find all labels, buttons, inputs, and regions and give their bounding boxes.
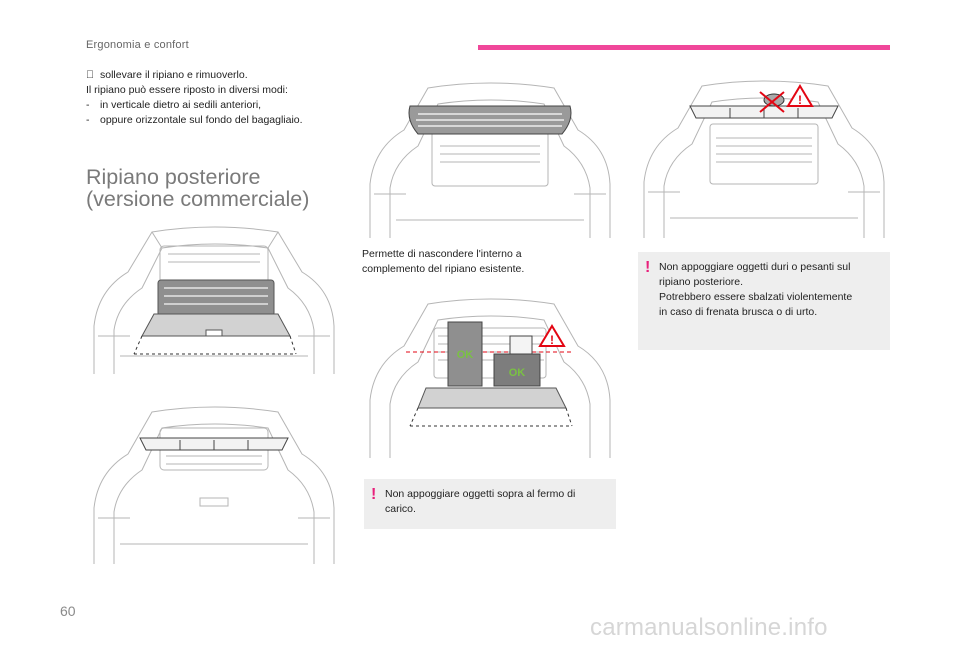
intro-bullet-text: sollevare il ripiano e rimuoverlo. [100,69,248,81]
figure-tray-mounted [366,72,614,242]
warning-icon: ! [550,333,554,347]
dash-mark: - [86,99,90,111]
watermark: carmanualsonline.info [590,614,828,641]
section-title: Ripiano posteriore (versione commerciale… [86,165,310,211]
ok-icon: OK [457,349,474,361]
exclamation-icon: ! [645,259,651,276]
exclamation-icon: ! [371,486,377,503]
bullet-icon:  [86,68,100,83]
page-number: 60 [60,603,76,619]
warning-box-top: ! Non appoggiare oggetti duri o pesanti … [638,252,890,350]
ok-icon: OK [509,367,526,379]
dash-mark: - [86,114,90,126]
intro-line: Il ripiano può essere riposto in diversi… [86,84,288,96]
header-title: Ergonomia e confort [86,39,189,51]
figure-tray-horizontal [90,398,338,568]
figure-loading-ok: ! OK OK [366,292,614,462]
intro-item: oppure orizzontale sul fondo del bagagli… [100,114,303,126]
warning-icon: ! [798,93,802,107]
intro-text: sollevare il ripiano e rimuoverlo. Il r… [86,68,356,128]
figure-tray-no-objects: ! [640,72,888,242]
header-accent-bar [478,45,890,50]
description-paragraph: Permette di nascondere l'interno a compl… [362,248,525,275]
figure-tray-vertical [90,218,338,378]
intro-item: in verticale dietro ai sedili anteriori, [100,99,262,111]
warning-box-bottom: ! Non appoggiare oggetti sopra al fermo … [364,479,616,529]
